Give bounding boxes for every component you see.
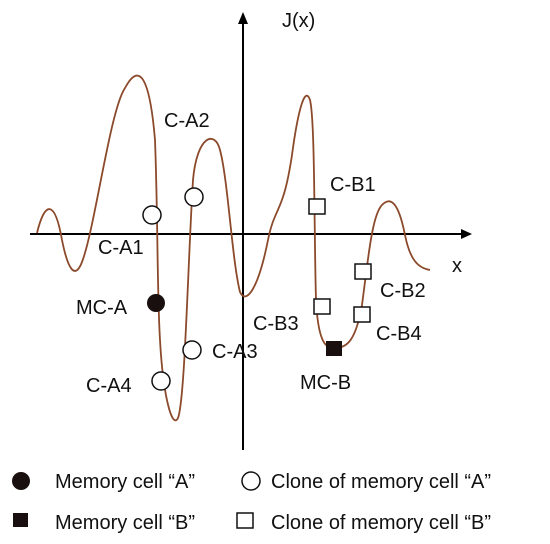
y-axis-label: J(x) [282, 10, 315, 32]
y-axis-arrow [238, 12, 248, 24]
clone-b3-marker [313, 298, 331, 315]
legend-clone-a-marker [241, 471, 261, 491]
label-c-a3: C-A3 [212, 341, 258, 363]
legend-clone-b-text: Clone of memory cell “B” [271, 512, 491, 534]
legend-memory-b-text: Memory cell “B” [55, 512, 195, 534]
label-c-b4: C-B4 [376, 323, 422, 345]
legend-clone-a-text: Clone of memory cell “A” [271, 471, 491, 493]
clone-b1-marker [308, 198, 326, 215]
label-mc-a: MC-A [76, 297, 128, 319]
clone-b2-marker [354, 263, 372, 280]
label-c-b1: C-B1 [330, 174, 376, 196]
label-c-a1: C-A1 [98, 237, 144, 259]
legend-memory-a-marker [12, 472, 30, 490]
memory-cell-b-marker [326, 341, 342, 356]
label-c-a2: C-A2 [164, 110, 210, 132]
clone-b4-marker [353, 306, 371, 323]
x-axis-label: x [452, 255, 462, 277]
clone-a1-marker [142, 205, 162, 225]
label-c-b3: C-B3 [253, 313, 299, 335]
label-mc-b: MC-B [300, 372, 351, 394]
legend-memory-a-text: Memory cell “A” [55, 471, 195, 493]
label-c-b2: C-B2 [380, 280, 426, 302]
x-axis-arrow [461, 229, 472, 239]
legend: Memory cell “A” Clone of memory cell “A”… [12, 471, 491, 534]
objective-curve [36, 74, 431, 422]
legend-clone-b-marker [236, 512, 254, 529]
memory-cell-a-marker [147, 294, 165, 312]
clone-a3-marker [182, 340, 202, 360]
label-c-a4: C-A4 [86, 375, 132, 397]
clone-a4-marker [151, 371, 171, 391]
clone-a2-marker [184, 187, 204, 207]
legend-memory-b-marker [13, 513, 28, 527]
